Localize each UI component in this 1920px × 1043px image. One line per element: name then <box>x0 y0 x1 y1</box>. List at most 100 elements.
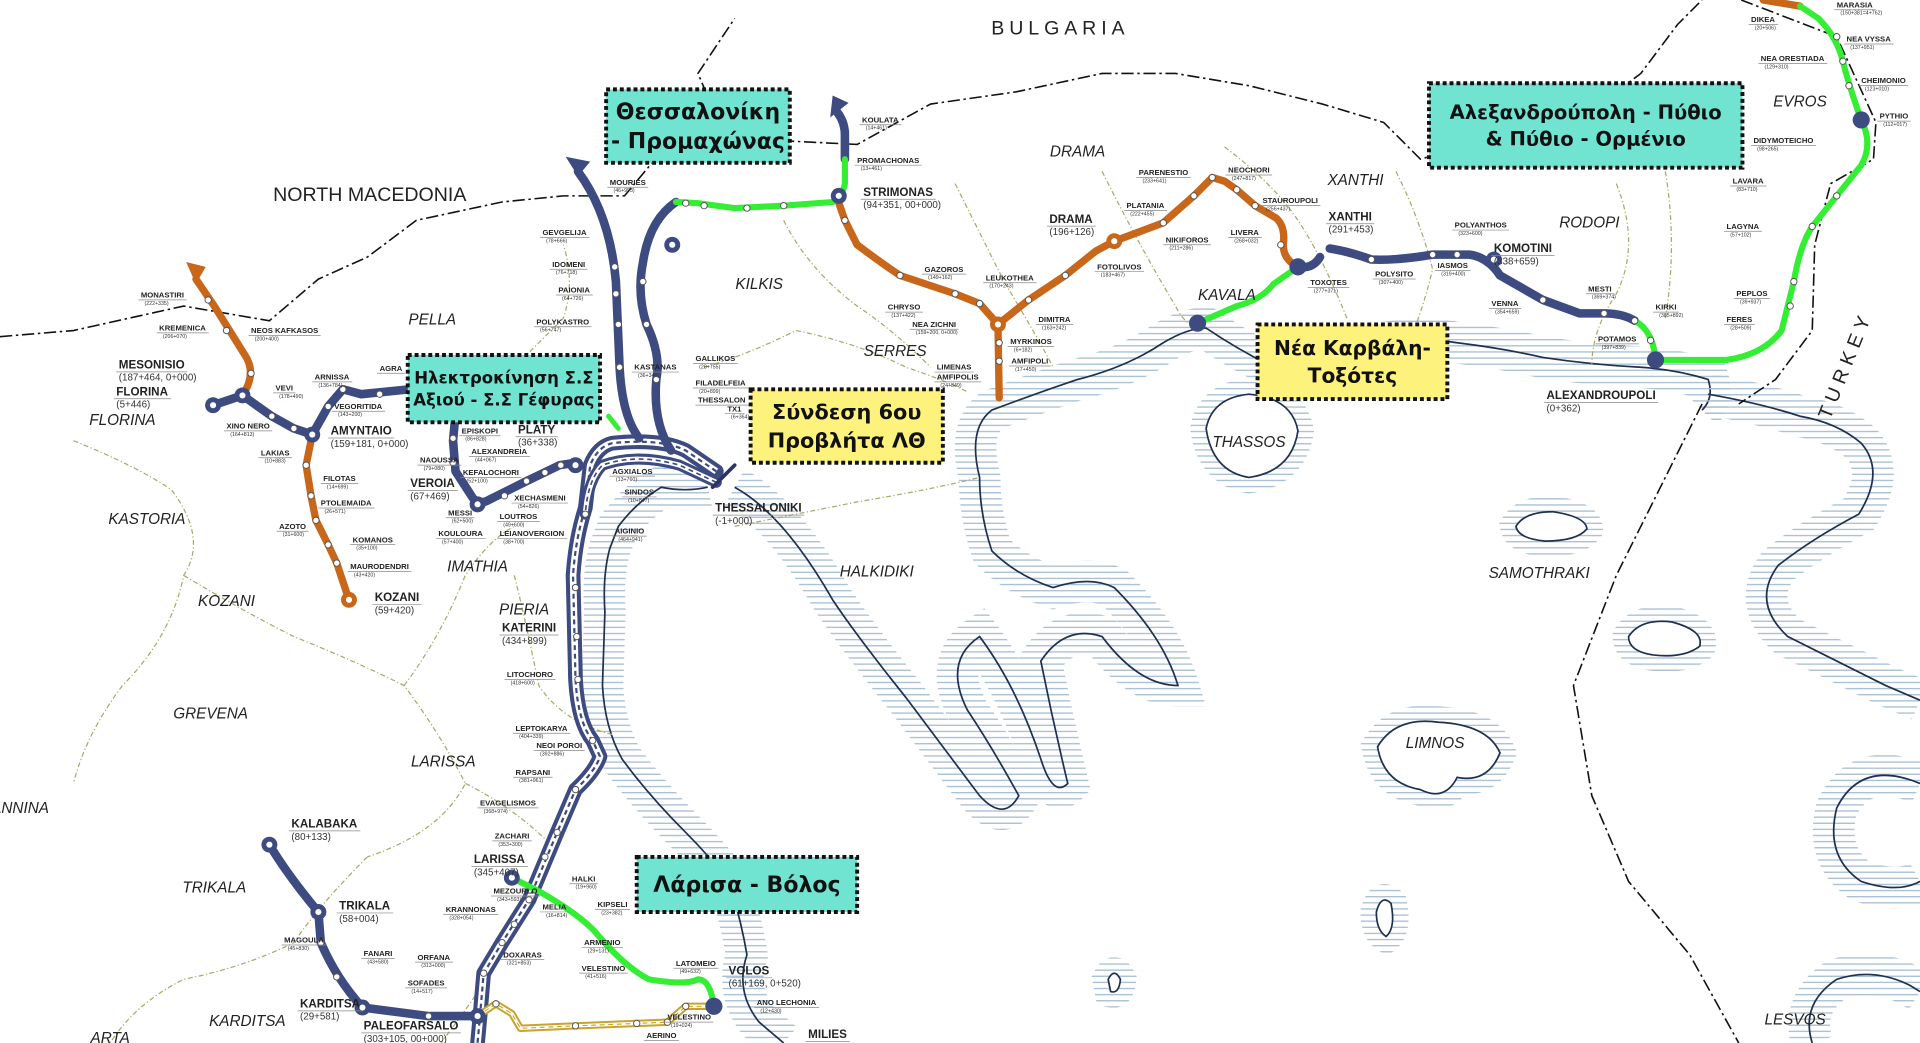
region-label: RODOPI <box>1559 215 1620 232</box>
line-drama-toxotes <box>994 173 1302 329</box>
station-km: (14+517) <box>411 989 432 995</box>
station-label: MYRKINOS(6+182) <box>1007 337 1055 353</box>
station-label: TOXOTES(277+371) <box>1307 278 1350 295</box>
station-name: IASMOS <box>1438 261 1468 270</box>
station-km: (150+381=4+762) <box>1840 11 1882 17</box>
station-label: SINDOS(10+847) <box>622 488 657 504</box>
station-name: PAIONIA <box>558 286 590 295</box>
station-km: (78+666) <box>546 238 567 244</box>
station-label: LIVERA(268+032) <box>1228 228 1262 244</box>
project-callout: Λάρισα - Βόλος <box>634 854 860 914</box>
station-label: KOZANI(59+420) <box>372 591 422 616</box>
station-name: POTAMOS <box>1598 335 1636 344</box>
station-label: PARENESTIO(233+641) <box>1136 168 1191 184</box>
station-label: PTOLEMAIDA(26+571) <box>318 499 375 515</box>
station-name: TOXOTES <box>1310 278 1347 287</box>
station-km: (206+070) <box>163 334 187 340</box>
callout-text: Νέα Καρβάλη- <box>1274 336 1431 360</box>
station-label: LIMENAS <box>934 363 974 373</box>
station-name: PYTHIO <box>1880 112 1909 121</box>
station-label: MAGOULA(45+830) <box>281 936 327 952</box>
station-label: PALEOFARSALO(303+105, 00+000) <box>361 1020 461 1043</box>
project-callout: Θεσσαλονίκη- Προμαχώνας <box>604 87 792 165</box>
major-station-node-center <box>508 874 515 881</box>
callout-text: Αλεξανδρούπολη - Πύθιο <box>1450 101 1722 124</box>
station-node <box>571 785 580 794</box>
station-name: VENNA <box>1491 299 1518 308</box>
station-label: KEFALOCHORI(52+100) <box>460 468 522 484</box>
station-label: PAIONIA(64+726) <box>555 286 593 302</box>
station-name: GALLIKOS <box>696 354 736 363</box>
station-name: ORFANA <box>418 953 451 962</box>
major-station-node-center <box>345 596 353 603</box>
country-label: BULGARIA <box>991 17 1129 39</box>
station-node <box>612 290 620 298</box>
region-label: ARTA <box>90 1030 130 1043</box>
station-km: (6+182) <box>1014 347 1032 353</box>
station-name: EPISKOPI <box>462 426 498 435</box>
line-strimonas-amfipolis <box>832 192 1003 402</box>
station-label: XANTHI(291+453) <box>1326 210 1375 236</box>
station-label: XINO NERO(164+813) <box>224 421 273 438</box>
station-name: NEOCHORI <box>1228 166 1270 175</box>
station-km: (200+400) <box>255 336 279 342</box>
station-km: (137+422) <box>891 313 915 319</box>
station-label: STRIMONAS(94+351, 00+000) <box>860 186 941 211</box>
station-km: (59+420) <box>375 605 414 616</box>
station-label: NEOI POROI(392+886) <box>533 741 585 757</box>
station-label: AMFIPOLI(17+450) <box>1008 357 1051 373</box>
station-label: CHEIMONIO(123+010) <box>1858 76 1909 93</box>
station-name: KALABAKA <box>291 818 357 831</box>
callout-text: Λάρισα - Βόλος <box>653 873 840 898</box>
station-node <box>1539 296 1547 304</box>
station-km: (353+300) <box>498 842 522 848</box>
station-node <box>1631 317 1639 325</box>
station-name: KOMOTINI <box>1494 242 1552 255</box>
station-label: AIGINIO(464+941) <box>612 527 647 543</box>
station-label: NEA ORESTIADA(129+310) <box>1758 54 1828 71</box>
station-label: DIKEA(20+506) <box>1748 15 1778 31</box>
station-name: AGRA <box>380 364 403 373</box>
station-node <box>449 459 457 467</box>
station-label: FANARI(43+580) <box>361 949 395 965</box>
station-node <box>333 559 341 567</box>
station-name: MONASTIRI <box>141 290 184 299</box>
line-axios-link <box>606 413 621 431</box>
station-km: (159+181, 0+000) <box>331 439 409 450</box>
station-name: DRAMA <box>1049 213 1093 226</box>
station-name: AMFIPOLI <box>1011 357 1048 366</box>
station-label: KALABAKA(80+133) <box>288 818 361 843</box>
station-name: MARASIA <box>1837 0 1873 9</box>
station-name: LATOMEIO <box>676 959 716 968</box>
station-label: FOTOLIVOS(183+467) <box>1094 262 1144 279</box>
station-node <box>302 461 310 469</box>
direction-arrow-icon <box>186 261 206 285</box>
station-node <box>1190 192 1198 200</box>
station-name: ARNISSA <box>315 372 350 381</box>
country-label: NORTH MACEDONIA <box>273 184 467 206</box>
station-node <box>307 492 315 500</box>
station-label: EVAGELISMOS(368+974) <box>477 799 539 815</box>
station-label: VEVI(178+490) <box>273 384 304 400</box>
callout-box <box>748 387 945 465</box>
line-thessaloniki-port-link-track-gap <box>582 456 718 515</box>
callout-box <box>1427 81 1745 170</box>
station-km: (24+849) <box>940 383 961 389</box>
station-label: AZOTO(31+600) <box>276 522 309 538</box>
station-name: NIKIFOROS <box>1166 235 1209 244</box>
station-name: LOUTROS <box>500 512 538 521</box>
station-label: HALKI(19+960) <box>569 874 598 891</box>
region-label: KASTORIA <box>108 511 185 528</box>
project-callout: Νέα Καρβάλη-Τοξότες <box>1255 322 1450 402</box>
line-larissa-volos-upgrade <box>508 874 717 1010</box>
station-km: (247+817) <box>1232 176 1256 182</box>
station-name: MOURIES <box>610 178 646 187</box>
station-label: AGXIALOS(13+760) <box>609 467 655 483</box>
station-label: CHRYSO(137+422) <box>885 303 923 319</box>
station-label: KRANNONAS(328+054) <box>443 905 499 921</box>
station-km: (6+364) <box>731 415 749 421</box>
station-node <box>614 320 623 329</box>
station-km: (343+593) <box>497 897 521 903</box>
station-name: SOFADES <box>408 978 445 987</box>
station-name: NEA ZICHNI <box>912 320 956 329</box>
